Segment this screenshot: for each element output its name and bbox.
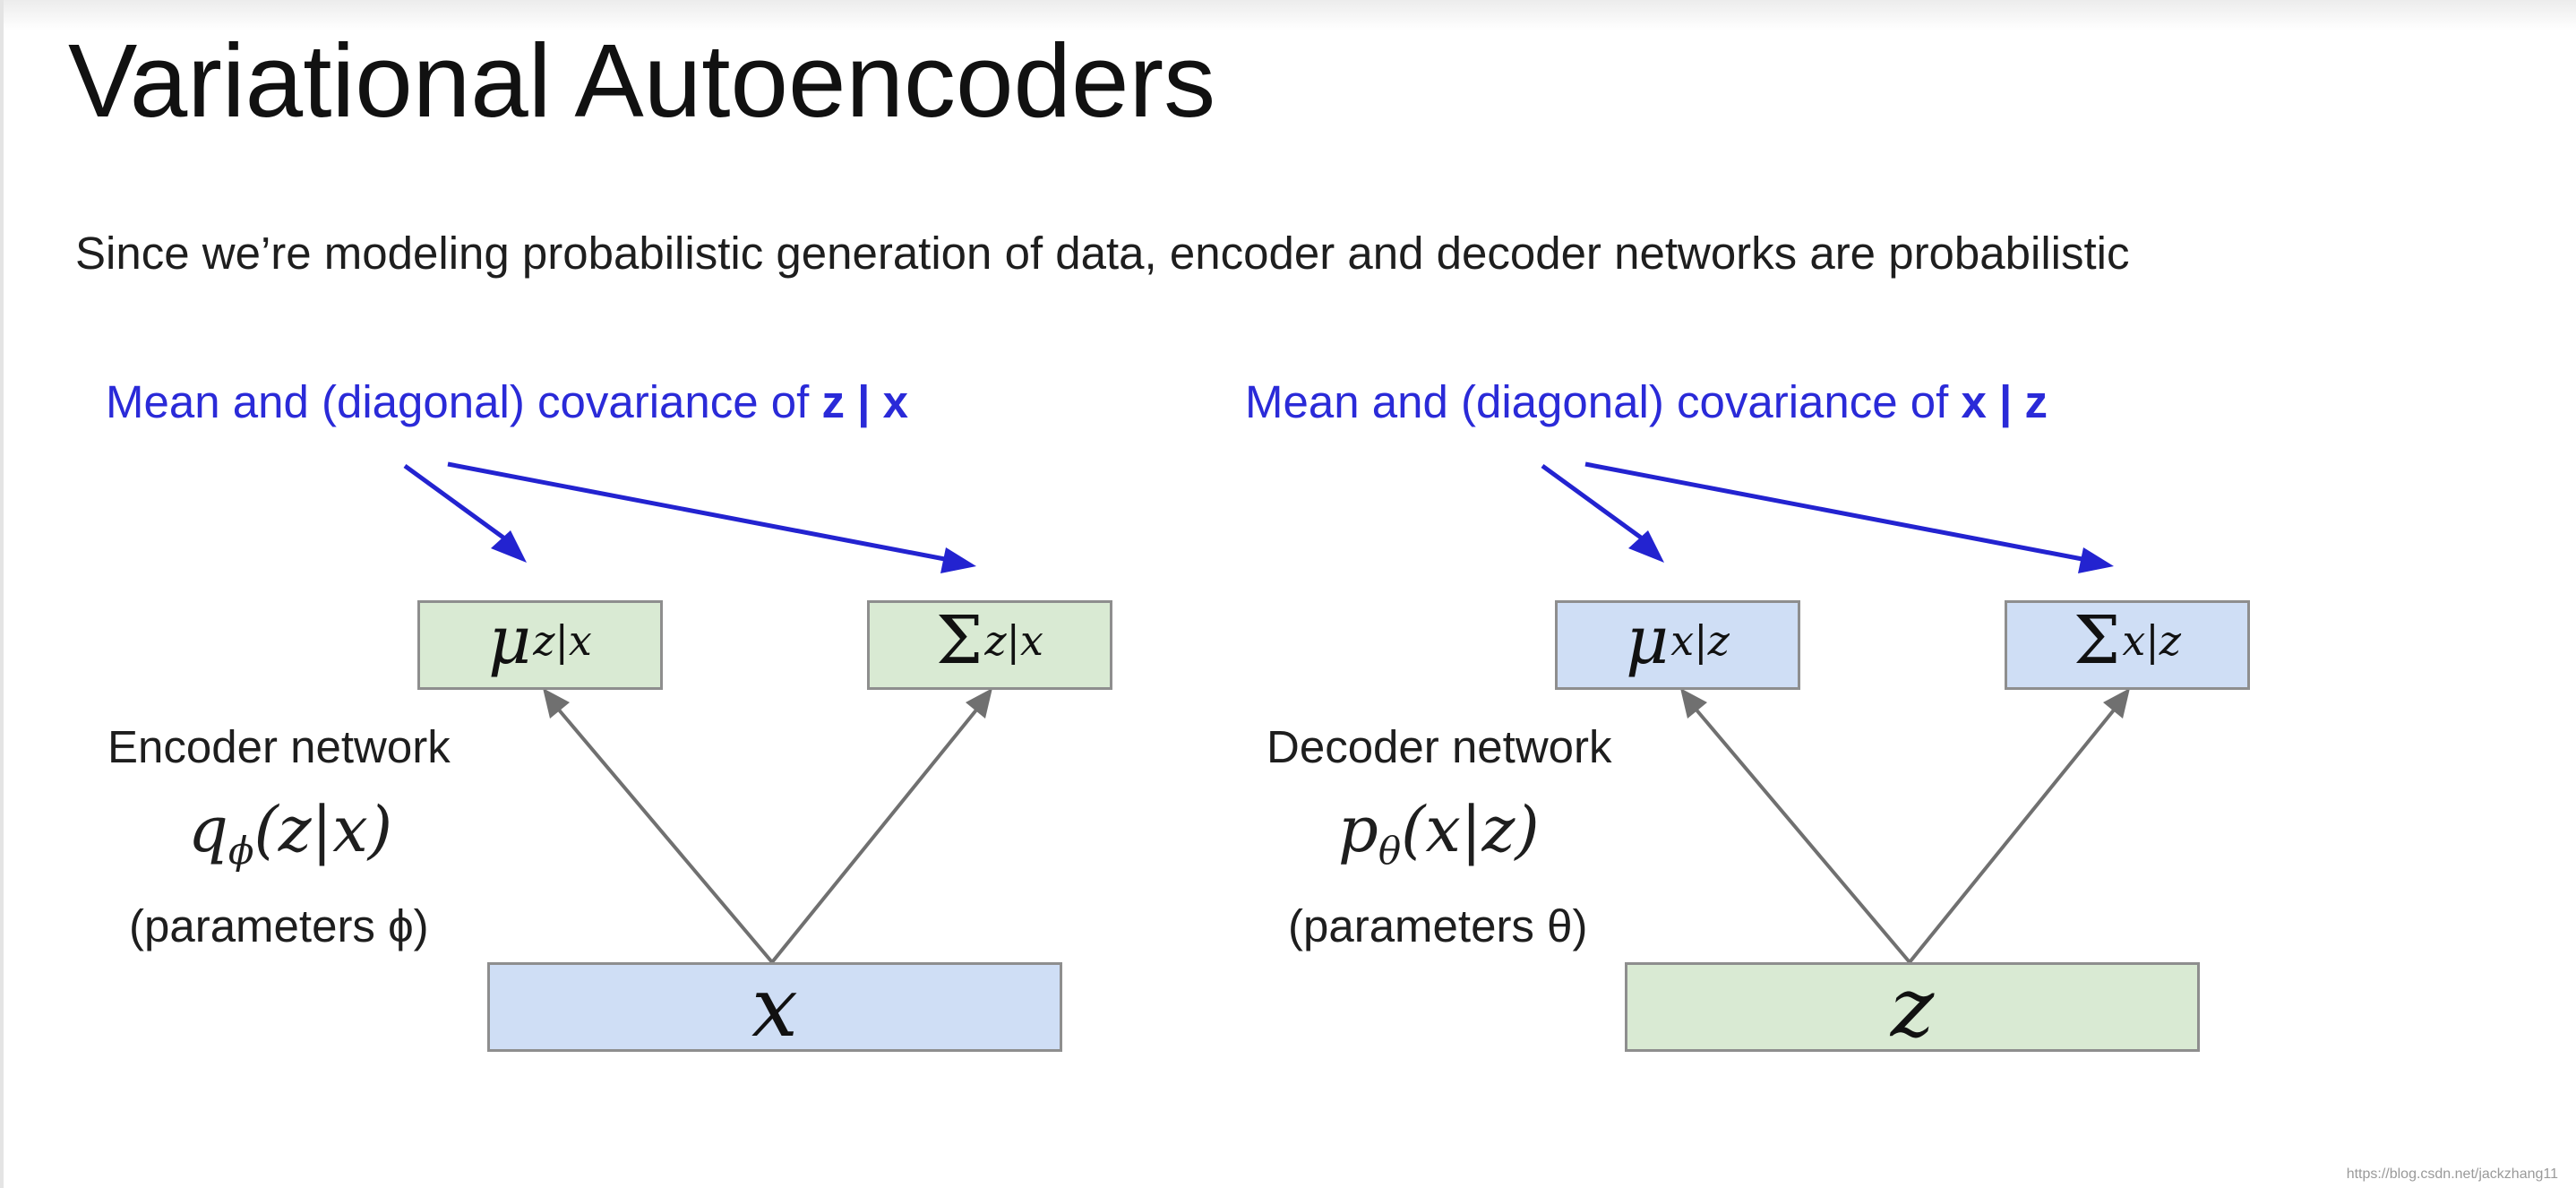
watermark: https://blog.csdn.net/jackzhang11 [2346, 1166, 2558, 1182]
decoder-network-arrows [1680, 688, 2130, 964]
encoder-x-to-mu-head [543, 688, 570, 719]
decoder-dist-name: p [1338, 793, 1378, 866]
encoder-caption-arrows [403, 461, 976, 573]
decoder-z-to-mu-head [1680, 688, 1707, 719]
decoder-mu-subscript: x|z [1670, 616, 1730, 665]
encoder-mu-symbol: μ [488, 602, 532, 679]
encoder-mu-subscript: z|x [533, 616, 592, 665]
slide-top-band [0, 0, 2576, 30]
encoder-arrowhead-sigma [940, 547, 976, 573]
encoder-input-symbol: x [751, 959, 798, 1055]
decoder-z-to-mu [1693, 706, 1911, 964]
encoder-caption-text: Mean and (diagonal) covariance of [106, 376, 822, 427]
encoder-network-arrows [543, 688, 992, 964]
encoder-network-label: Encoder network [107, 721, 451, 772]
decoder-caption: Mean and (diagonal) covariance of x | z [1245, 373, 2048, 432]
decoder-input-box: z [1625, 959, 2200, 1055]
encoder-dist-name: q [188, 793, 228, 866]
decoder-arrowhead-sigma [2078, 547, 2114, 573]
decoder-input-symbol: z [1890, 959, 1935, 1055]
encoder-dist-args: (z|x) [253, 793, 393, 866]
encoder-arrow-to-mu [403, 463, 505, 540]
decoder-arrowhead-mu [1628, 530, 1664, 563]
decoder-arrow-to-mu [1541, 463, 1643, 540]
slide-title: Variational Autoencoders [68, 22, 1216, 139]
decoder-distribution: pθ(x|z) [1338, 792, 1540, 889]
slide-subtitle: Since we’re modeling probabilistic gener… [75, 228, 2130, 279]
encoder-arrow-to-sigma [447, 461, 950, 563]
decoder-caption-arrows [1541, 461, 2114, 573]
encoder-dist-sub: ϕ [228, 829, 254, 873]
decoder-dist-args: (x|z) [1401, 793, 1540, 866]
encoder-x-to-sigma-head [966, 688, 992, 719]
decoder-sigma-symbol: Σ [2073, 602, 2121, 679]
decoder-arrow-to-sigma [1584, 461, 2088, 563]
decoder-network-label: Decoder network [1267, 721, 1612, 772]
encoder-sigma-symbol: Σ [935, 602, 983, 679]
slide-left-edge [0, 0, 4, 1188]
decoder-caption-text: Mean and (diagonal) covariance of [1245, 376, 1962, 427]
encoder-input-box: x [487, 959, 1062, 1055]
encoder-arrowhead-mu [491, 530, 527, 563]
encoder-caption: Mean and (diagonal) covariance of z | x [106, 373, 908, 432]
decoder-caption-bold: x | z [1961, 376, 2048, 427]
encoder-x-to-mu [555, 706, 774, 964]
decoder-z-to-sigma-head [2103, 688, 2130, 719]
decoder-params-label: (parameters θ) [1288, 900, 1588, 951]
encoder-x-to-sigma [770, 706, 980, 964]
encoder-params-label: (parameters ϕ) [129, 900, 429, 951]
decoder-sigma-subscript: x|z [2122, 616, 2181, 665]
encoder-caption-bold: z | x [821, 376, 908, 427]
encoder-sigma-subscript: z|x [984, 616, 1043, 665]
decoder-z-to-sigma [1908, 706, 2117, 964]
decoder-mu-symbol: μ [1626, 602, 1670, 679]
decoder-dist-sub: θ [1378, 829, 1402, 873]
encoder-distribution: qϕ(z|x) [188, 792, 392, 889]
